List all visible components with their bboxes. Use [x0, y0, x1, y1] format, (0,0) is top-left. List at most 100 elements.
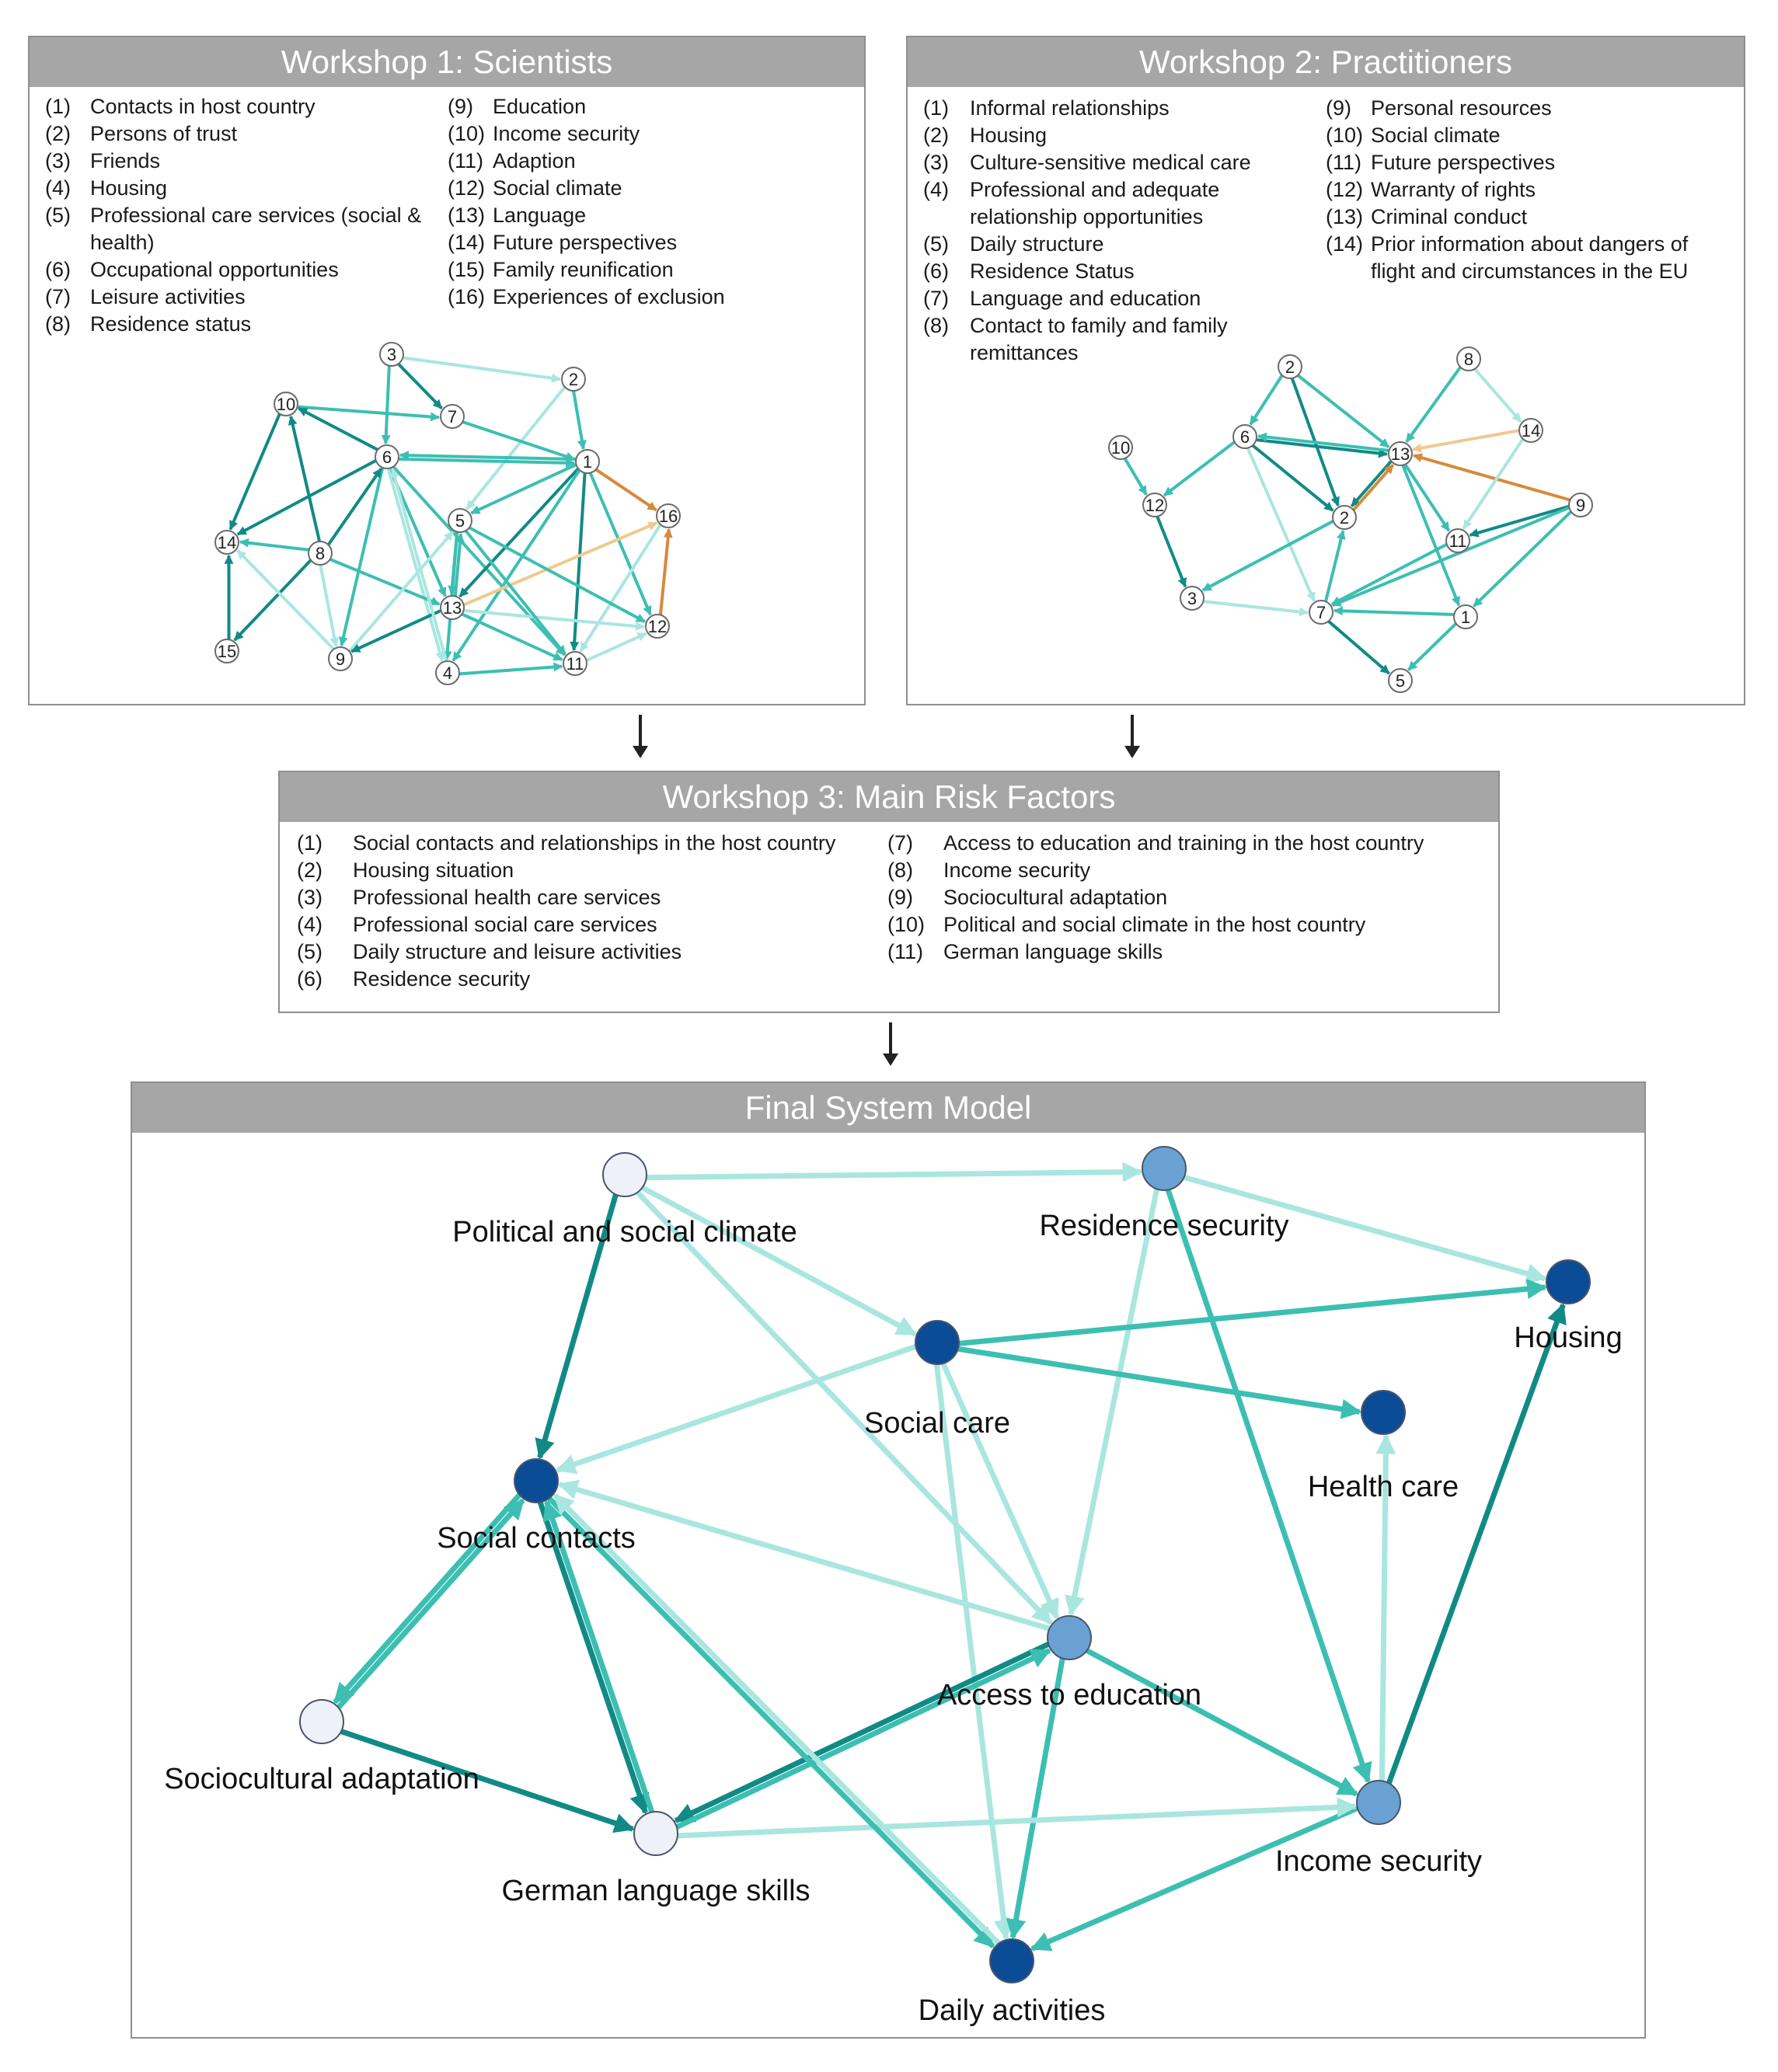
legend-item: (5)Daily structure: [923, 232, 1104, 256]
node-label-housing: Housing: [1514, 1322, 1622, 1354]
edge-3-7: [1203, 600, 1309, 617]
node-label-income: Income security: [1275, 1845, 1482, 1878]
node-label: 10: [277, 395, 295, 414]
legend-item: (2)Persons of trust: [45, 122, 238, 145]
edge-7-5: [1327, 620, 1390, 675]
edge-2-1: [572, 390, 587, 450]
legend-item: (3)Professional health care services: [297, 886, 661, 909]
node-14: 14: [1518, 418, 1543, 443]
node-13: 13: [1388, 441, 1413, 466]
edge-2-6: [1249, 374, 1284, 426]
node-3: 3: [379, 342, 404, 367]
edge-residence-income: [1165, 1189, 1372, 1784]
legend-item: (12)Social climate: [448, 176, 622, 200]
edge-2b-3: [1201, 520, 1334, 592]
node-label: 10: [1111, 438, 1130, 458]
legend-item: (7)Access to education and training in t…: [887, 831, 1424, 855]
node-label-sociocultural: Sociocultural adaptation: [164, 1763, 479, 1795]
legend-item: (11)German language skills: [887, 940, 1163, 963]
workshop3-panel: Workshop 3: Main Risk Factors (1)Social …: [278, 771, 1500, 1013]
edge-13-11: [461, 612, 563, 662]
node-15: 15: [214, 639, 239, 663]
node-16: 16: [656, 503, 681, 528]
edge-3-2: [403, 356, 562, 383]
edge-1-5: [1407, 622, 1457, 671]
edge-language-contacts: [542, 1499, 655, 1813]
node-label: 1: [583, 452, 592, 472]
legend-item: (10)Income security: [448, 122, 640, 145]
edge-residence-housing: [1183, 1175, 1547, 1283]
edge-8-14: [239, 538, 309, 552]
edge-1-6: [399, 451, 577, 461]
edge-climate-education: [635, 1190, 1053, 1625]
legend-item: (3)Friends: [45, 149, 161, 172]
node-9: 9: [328, 646, 353, 671]
edge-daily-contacts: [553, 1493, 1001, 1945]
workshop2-title: Workshop 2: Practitioners: [908, 37, 1744, 87]
edge-6-4: [386, 468, 444, 662]
edge-9-14: [236, 549, 335, 650]
legend-item: (2)Housing situation: [297, 858, 514, 882]
edge-2-5: [465, 385, 567, 510]
edge-income-housing: [1386, 1303, 1567, 1785]
node-2b: 2: [1332, 505, 1357, 530]
node-7: 7: [440, 404, 465, 429]
edge-income-healthcare: [1375, 1433, 1396, 1781]
node-1: 1: [575, 449, 600, 474]
node-label: 9: [336, 649, 345, 669]
edge-2b-13: [1352, 464, 1395, 511]
node-12: 12: [645, 614, 670, 639]
node-label: 11: [1449, 531, 1467, 551]
flow-arrow-w3: [883, 1022, 898, 1066]
edge-14-11: [1462, 438, 1525, 530]
node-label-healthcare: Health care: [1308, 1471, 1459, 1503]
edge-9-11: [1469, 504, 1570, 538]
edge-13-9: [350, 609, 442, 653]
legend-item: (7)Leisure activities: [45, 285, 246, 308]
edge-10-12: [1123, 458, 1148, 496]
workshop1-panel: Workshop 1: Scientists (1)Contacts in ho…: [28, 36, 866, 705]
node-label: 9: [1576, 496, 1585, 515]
workshop3-legend-col2: (7)Access to education and training in t…: [887, 830, 1486, 966]
node-2: 2: [1278, 354, 1302, 379]
node-housing: [1546, 1259, 1591, 1304]
edge-4-11: [458, 662, 563, 676]
node-5: 5: [1388, 668, 1413, 693]
node-label: 5: [455, 511, 465, 531]
edge-1-13: [458, 467, 580, 598]
edge-6-12: [1163, 441, 1236, 497]
edge-income-daily: [1030, 1806, 1359, 1952]
node-label-residence: Residence security: [1039, 1210, 1288, 1242]
node-label-language: German language skills: [501, 1875, 810, 1907]
legend-item: (13)Language: [448, 204, 587, 227]
node-label: 2: [1285, 357, 1295, 377]
legend-item: (10)Social climate: [1326, 124, 1501, 147]
legend-item: (9)Education: [448, 95, 587, 118]
flow-arrow-w2: [1124, 715, 1140, 758]
node-socialcare: [915, 1320, 960, 1365]
final-model-panel: Final System Model Political and social …: [131, 1081, 1646, 2039]
edge-socialcare-education: [940, 1362, 1060, 1620]
node-label: 12: [648, 617, 667, 636]
node-label-socialcare: Social care: [864, 1407, 1010, 1440]
edge-climate-socialcare: [641, 1185, 917, 1337]
edge-13-2b: [1350, 460, 1393, 507]
edge-6-2b: [1251, 444, 1334, 512]
edge-socialcare-housing: [958, 1279, 1548, 1346]
workshop3-title: Workshop 3: Main Risk Factors: [280, 772, 1498, 822]
workshop1-title: Workshop 1: Scientists: [30, 37, 864, 87]
edge-9-5: [348, 531, 455, 653]
edge-1-12: [588, 472, 652, 616]
node-6: 6: [375, 444, 399, 469]
legend-item: (11)Future perspectives: [1326, 151, 1556, 174]
node-4: 4: [435, 660, 460, 685]
legend-item: (9)Personal resources: [1326, 96, 1552, 120]
edge-6-14: [236, 459, 377, 536]
legend-item: (13)Criminal conduct: [1326, 205, 1528, 228]
edge-5-11: [464, 530, 567, 656]
node-label: 13: [443, 598, 462, 618]
legend-item: (11)Adaption: [448, 149, 576, 172]
node-9: 9: [1568, 493, 1593, 517]
